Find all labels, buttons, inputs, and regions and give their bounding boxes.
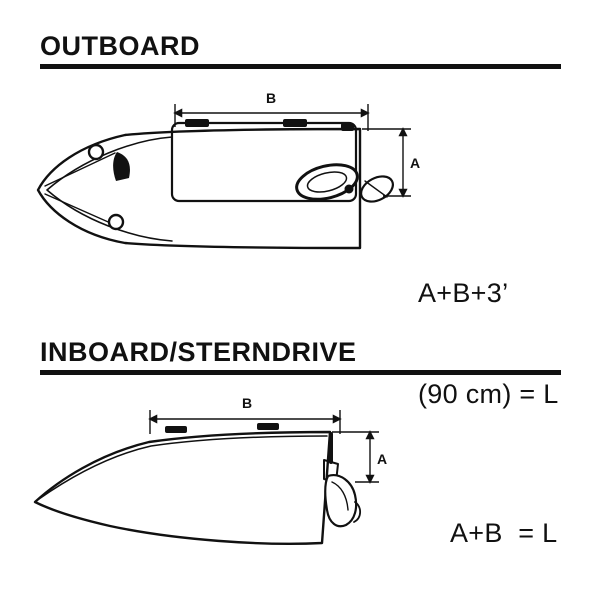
motor-bracket-detail [364,180,388,198]
deck-hardware [113,119,354,181]
outboard-formula-line2: (90 cm) = L [418,378,559,409]
rub-rail-line [38,435,328,500]
inboard-dimensions [148,410,379,484]
console-windshield [113,152,130,181]
outdrive-inner-detail [331,481,349,511]
dim-a-label: A [410,155,420,171]
hull-profile [33,430,332,545]
motor-cowl-inner [306,171,348,193]
bow-fitting-bottom [107,213,125,231]
bow-inner-gunwale [46,136,173,242]
outboard-diagram: B A [36,90,420,250]
motor-cowl [295,163,359,201]
outboard-dimensions [173,104,411,198]
inboard-title-rule [40,370,561,375]
dim-b-label: B [266,90,276,106]
outboard-motor [295,163,394,203]
outboard-formula-line1: A+B+3’ [418,277,509,308]
gunwale-hardware-2 [283,119,307,127]
hull-outline [36,127,362,250]
outboard-formula: A+B+3’ (90 cm) = L [418,209,559,479]
inboard-boat-sideview [33,430,362,545]
dim-b-label: B [242,395,252,411]
cockpit-opening [170,121,358,203]
deck-hardware-side [165,423,279,433]
outboard-title-rule [40,64,561,69]
outboard-section-title: OUTBOARD [40,31,200,61]
gunwale-hardware-1 [165,426,187,433]
dim-a-label: A [377,451,387,467]
motor-hub [344,184,354,194]
outboard-boat-topview [36,121,362,250]
propeller-fin [353,501,362,523]
gunwale-hardware-2 [257,423,279,430]
transom-corner-hardware [341,123,354,131]
inboard-section-title: INBOARD/STERNDRIVE [40,337,357,367]
inboard-diagram: B A [33,395,387,545]
bow-fitting-top [87,143,105,161]
sterndrive-outdrive [324,474,358,528]
inboard-formula: A+B = L [450,518,558,548]
bow-seam-lines [44,152,116,226]
gunwale-hardware-1 [185,119,209,127]
